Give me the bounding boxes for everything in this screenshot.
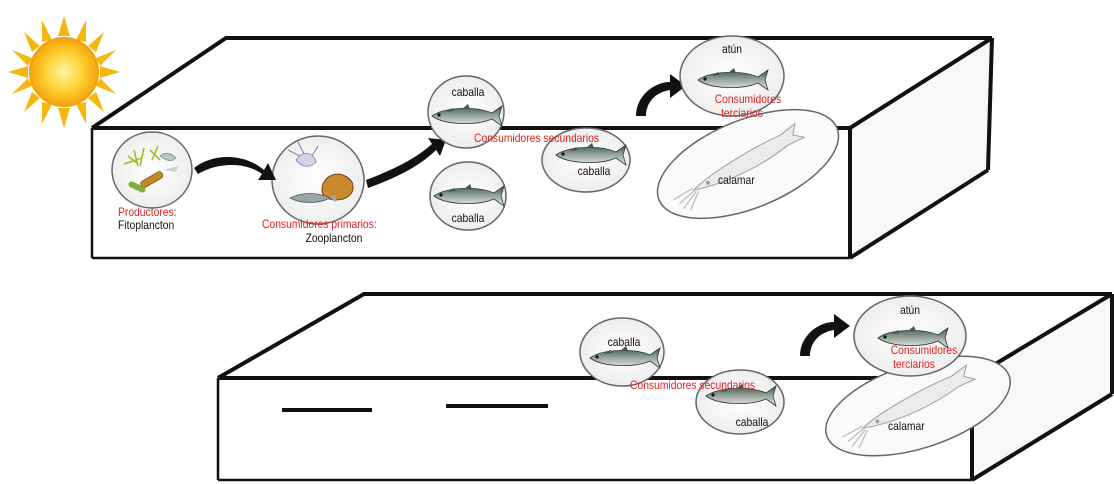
mackerel-label: caballa [607,335,641,349]
tertiary-consumers-label: Consumidores [714,92,782,106]
primary-consumers-label: Consumidores primarios: [262,217,377,231]
zooplankton-image [271,135,365,225]
tuna-image [853,295,967,377]
arrow-icon [800,314,850,356]
tertiary-consumers-label: terciarios [893,357,935,371]
mackerel-image [579,317,665,387]
mackerel-label: caballa [577,164,611,178]
mackerel-image [695,369,785,435]
phytoplankton-image [111,131,193,209]
secondary-consumers-label: Consumidores secundarios [474,131,600,145]
mackerel-image [427,75,505,149]
sun-icon [8,16,120,128]
tertiary-consumers-label: terciarios [721,106,763,120]
tuna-label: atún [721,42,743,56]
producers-name: Fitoplancton [118,218,175,232]
mackerel-label: caballa [451,211,485,225]
mackerel-label: caballa [735,415,769,429]
tuna-label: atún [899,303,921,317]
mackerel-label: caballa [451,85,485,99]
squid-image [656,108,840,220]
mackerel-image [541,127,631,193]
arrow-icon [366,138,446,188]
mackerel-image [429,161,507,231]
tuna-image [679,35,785,117]
secondary-consumers-label: Consumidores secundarios [630,378,756,392]
primary-consumers-name: Zooplancton [305,231,363,245]
tertiary-consumers-label: Consumidores [890,343,958,357]
arrow-icon [194,156,276,180]
producers-label: Productores: [118,205,177,219]
top-ocean-box [90,36,994,260]
arrow-icon [636,74,686,116]
squid-label: calamar [718,173,755,187]
squid-label: calamar [888,419,925,433]
